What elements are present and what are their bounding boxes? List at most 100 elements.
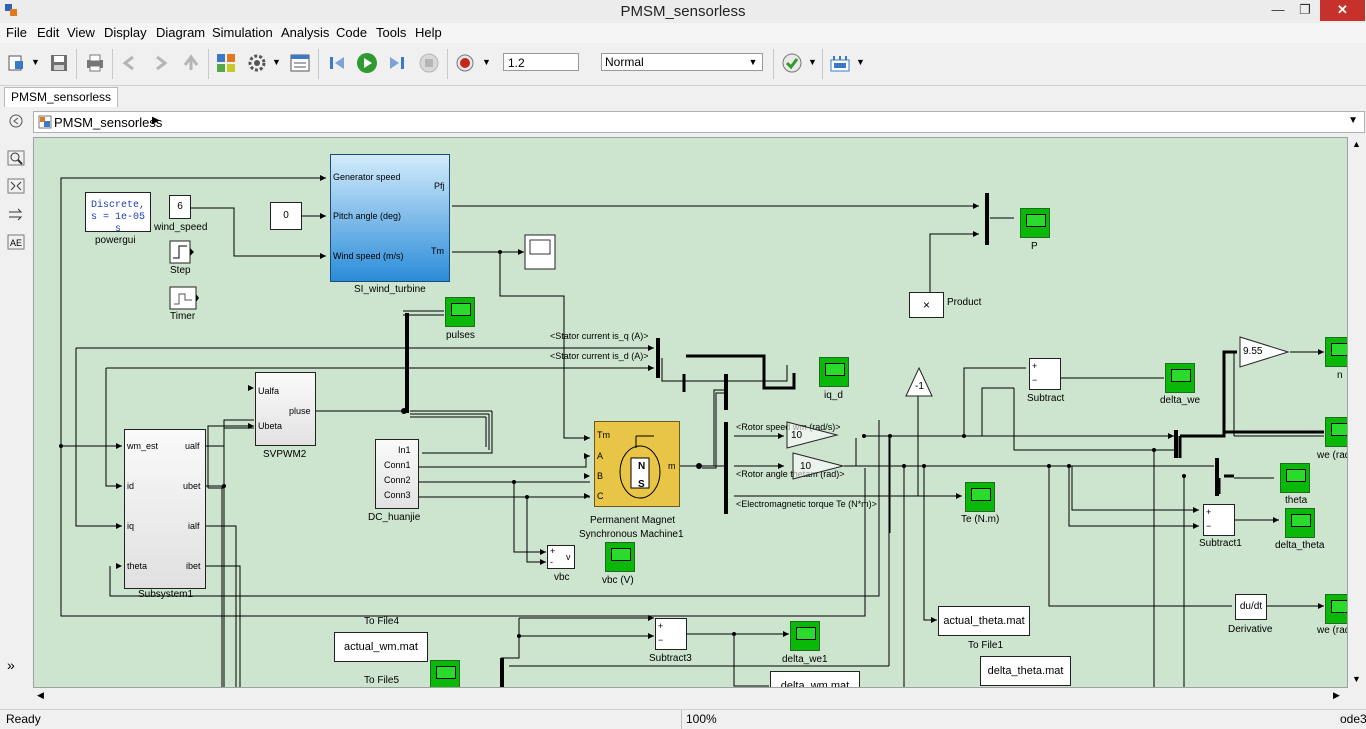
run-icon[interactable] xyxy=(356,52,378,74)
scroll-down-icon[interactable]: ▼ xyxy=(1352,674,1361,684)
new-dropdown-icon[interactable]: ▼ xyxy=(31,57,40,67)
fit-view-icon[interactable] xyxy=(7,178,25,194)
scroll-right-icon[interactable]: ▶ xyxy=(1333,690,1340,700)
gain-955-block[interactable] xyxy=(1238,335,1290,369)
tofile1-block[interactable]: actual_theta.mat xyxy=(938,606,1030,636)
delta-wm-mat-block[interactable]: delta_wm.mat xyxy=(770,671,860,687)
subtract3-block[interactable]: +− xyxy=(655,618,687,650)
delta-theta-mat-block[interactable]: delta_theta.mat xyxy=(980,656,1071,686)
arrow-icon[interactable] xyxy=(7,206,25,222)
scroll-up-icon[interactable]: ▲ xyxy=(1352,139,1361,149)
save-icon[interactable] xyxy=(48,52,70,74)
turbine-port-pfj: Pfj xyxy=(434,181,445,191)
tm-scope-block[interactable] xyxy=(524,234,558,270)
step-block[interactable] xyxy=(169,240,195,264)
svpwm2-block[interactable] xyxy=(255,372,316,446)
theta-scope[interactable] xyxy=(1280,463,1310,493)
model-explorer-icon[interactable] xyxy=(289,52,311,74)
delta-we-scope[interactable] xyxy=(1165,363,1195,393)
dc-huanjie-block[interactable] xyxy=(375,439,419,509)
delta-theta-scope[interactable] xyxy=(1285,508,1315,538)
record-dropdown-icon[interactable]: ▼ xyxy=(482,57,491,67)
we-rad-scope-1[interactable] xyxy=(1325,417,1347,447)
zoom-icon[interactable] xyxy=(7,150,25,166)
scroll-left-icon[interactable]: ◀ xyxy=(37,690,44,700)
p-scope[interactable] xyxy=(1020,208,1050,238)
powergui-block[interactable]: Discrete, s = 1e-05 s xyxy=(85,192,151,235)
record-icon[interactable] xyxy=(454,52,476,74)
n-scope[interactable] xyxy=(1325,337,1347,367)
menu-help[interactable]: Help xyxy=(415,25,442,40)
new-model-icon[interactable] xyxy=(6,52,28,74)
menu-diagram[interactable]: Diagram xyxy=(156,25,206,40)
model-canvas[interactable]: Discrete, s = 1e-05 s powergui 6 wind_sp… xyxy=(33,137,1348,688)
wind-speed-constant[interactable]: 6 xyxy=(169,195,191,219)
settings-gear-icon[interactable] xyxy=(246,52,268,74)
we-rad-scope-2[interactable] xyxy=(1325,594,1347,624)
menu-analysis[interactable]: Analysis xyxy=(281,25,330,40)
stop-time-input[interactable]: 1.2 xyxy=(503,53,579,71)
simulation-mode-select[interactable]: Normal▼ xyxy=(601,53,763,71)
rotor-angle-signal-label: <Rotor angle thetam (rad)> xyxy=(736,469,845,479)
library-browser-icon[interactable] xyxy=(215,52,237,74)
restore-icon[interactable]: ❐ xyxy=(1299,2,1311,17)
step-back-icon[interactable] xyxy=(326,52,348,74)
breadcrumb-dropdown-icon[interactable]: ▼ xyxy=(1348,115,1358,126)
product-block[interactable]: × xyxy=(909,292,944,318)
toolbar: ▼ ▼ ▼ 1.2 Normal▼ ▼ ▼ xyxy=(0,43,1366,86)
menu-simulation[interactable]: Simulation xyxy=(212,25,273,40)
vertical-scrollbar[interactable]: ▲ ▼ xyxy=(1348,137,1365,688)
print-icon[interactable] xyxy=(84,52,106,74)
status-ready: Ready xyxy=(6,712,41,726)
iq-d-scope[interactable] xyxy=(819,357,849,387)
delta-theta-scope-label: delta_theta xyxy=(1275,540,1325,551)
vbc-measurement-block[interactable]: +-v xyxy=(547,545,575,569)
tab-pmsm-sensorless[interactable]: PMSM_sensorless xyxy=(4,87,119,107)
annotation-icon[interactable]: AE xyxy=(7,234,25,250)
gain-10b-block[interactable] xyxy=(791,451,845,481)
back-icon[interactable] xyxy=(119,52,141,74)
menu-code[interactable]: Code xyxy=(336,25,368,40)
stop-icon[interactable] xyxy=(418,52,440,74)
step-forward-icon[interactable] xyxy=(386,52,408,74)
tofile4-block[interactable]: actual_wm.mat xyxy=(334,632,428,662)
build-dropdown-icon[interactable]: ▼ xyxy=(856,57,865,67)
breadcrumb-model[interactable]: PMSM_sensorless xyxy=(54,115,163,130)
expand-palette-icon[interactable]: » xyxy=(7,657,15,673)
subsystem1-port-wm-est: wm_est xyxy=(127,441,159,451)
build-icon[interactable] xyxy=(829,52,851,74)
close-icon[interactable]: ✕ xyxy=(1320,0,1365,21)
vbc-v-scope[interactable] xyxy=(605,542,635,572)
wind-turbine-block[interactable] xyxy=(330,154,450,282)
hide-browser-icon[interactable] xyxy=(7,113,25,129)
tofile5-scope[interactable] xyxy=(430,660,460,687)
pmsm-port-a: A xyxy=(597,451,604,461)
timer-block[interactable] xyxy=(169,286,199,310)
menu-view[interactable]: View xyxy=(67,25,95,40)
settings-dropdown-icon[interactable]: ▼ xyxy=(272,57,281,67)
delta-we1-scope[interactable] xyxy=(790,621,820,651)
menu-tools[interactable]: Tools xyxy=(376,25,407,40)
derivative-block[interactable]: du/dt xyxy=(1235,594,1267,620)
model-advisor-icon[interactable] xyxy=(781,52,803,74)
subsystem1-block[interactable] xyxy=(124,429,206,589)
te-scope[interactable] xyxy=(965,482,995,512)
horizontal-scrollbar[interactable]: ◀ ▶ xyxy=(33,688,1348,705)
gain-10a-block[interactable] xyxy=(785,420,839,450)
pulses-scope[interactable] xyxy=(445,297,475,327)
minimize-icon[interactable]: — xyxy=(1271,2,1285,17)
menu-edit[interactable]: Edit xyxy=(37,25,60,40)
menu-file[interactable]: File xyxy=(6,25,27,40)
step-label: Step xyxy=(170,265,191,276)
menu-display[interactable]: Display xyxy=(104,25,147,40)
pulses-scope-label: pulses xyxy=(446,330,475,341)
tofile4-label: To File4 xyxy=(364,616,400,627)
subtract1-block[interactable]: +− xyxy=(1203,504,1235,536)
subtract-block[interactable]: +− xyxy=(1029,358,1061,390)
advisor-dropdown-icon[interactable]: ▼ xyxy=(808,57,817,67)
up-icon[interactable] xyxy=(180,52,202,74)
neg-gain-block[interactable] xyxy=(904,366,934,398)
forward-icon[interactable] xyxy=(149,52,171,74)
svpwm-port-ubeta: Ubeta xyxy=(258,421,283,431)
pitch-constant[interactable]: 0 xyxy=(270,202,302,230)
